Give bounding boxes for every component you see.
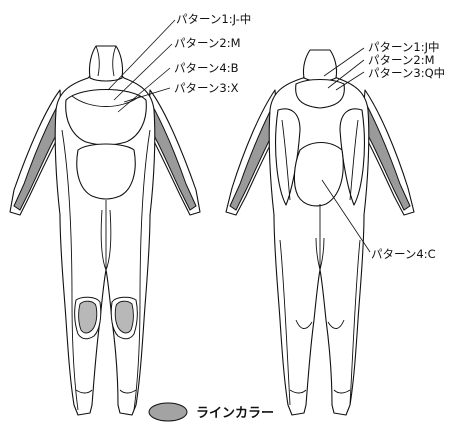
line-color-swatch <box>148 402 188 422</box>
front-belly-panel <box>76 143 136 200</box>
legend: ラインカラー <box>148 402 274 422</box>
back-label-pattern4: パターン4:C <box>371 247 436 261</box>
front-label-pattern1: パターン1:J-中 <box>176 12 251 26</box>
front-label-pattern3: パターン3:X <box>174 81 239 95</box>
back-center-panel <box>293 141 344 207</box>
front-labels: パターン1:J-中 パターン2:M パターン4:B パターン3:X <box>174 12 251 95</box>
front-collar <box>88 45 124 82</box>
back-left-panel <box>275 108 301 206</box>
legend-label: ラインカラー <box>196 406 274 421</box>
back-label-pattern2: パターン2:M <box>368 53 435 67</box>
back-labels: パターン1:J中 パターン2:M パターン3:Q中 パターン4:C <box>368 40 445 261</box>
back-label-pattern3: パターン3:Q中 <box>368 66 445 80</box>
back-wetsuit <box>225 49 415 416</box>
back-collar <box>302 49 338 82</box>
front-label-pattern2: パターン2:M <box>174 36 241 50</box>
back-right-panel <box>339 108 365 206</box>
front-wetsuit <box>9 45 201 416</box>
back-yoke <box>295 78 345 109</box>
leader-lines <box>107 19 371 253</box>
front-label-pattern4: パターン4:B <box>174 61 239 75</box>
back-label-pattern1: パターン1:J中 <box>368 40 440 54</box>
